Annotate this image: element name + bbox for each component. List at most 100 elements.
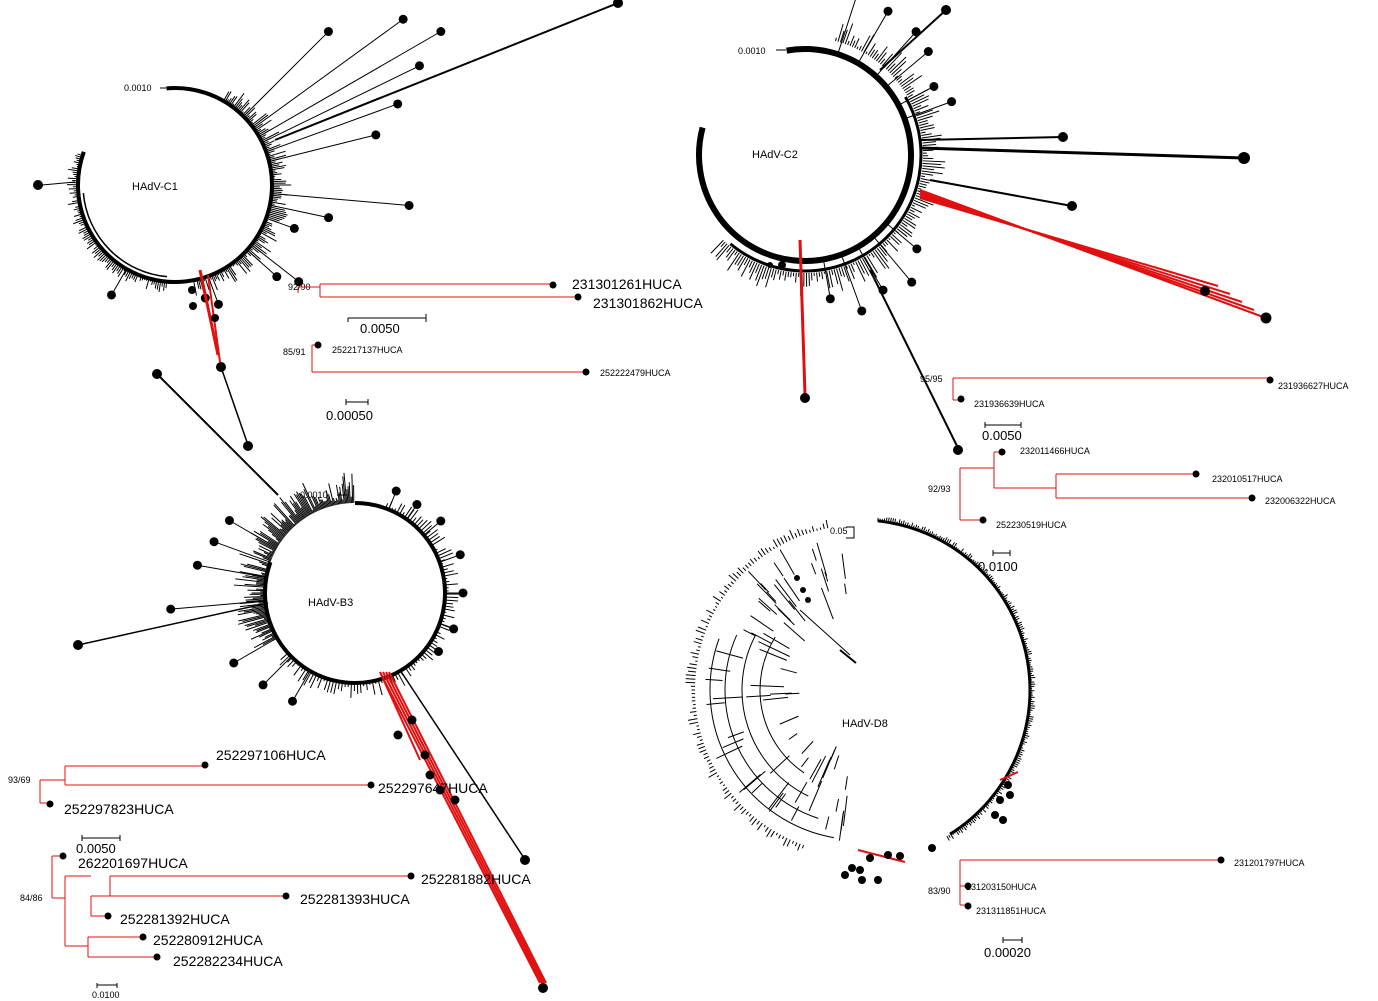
tree-branch xyxy=(393,508,397,513)
tree-branch xyxy=(264,632,275,638)
tree-branch xyxy=(908,211,920,219)
tree-branch xyxy=(801,529,805,536)
tree-branch xyxy=(285,521,293,529)
tree-branch xyxy=(826,270,831,289)
tree-branch xyxy=(95,243,99,246)
tree-branch xyxy=(259,134,267,139)
leaf-dot xyxy=(224,516,234,525)
tree-branch xyxy=(775,793,787,808)
tree-branch xyxy=(253,18,404,129)
subtree-scale-bar xyxy=(984,422,1022,428)
tree-branch xyxy=(837,0,856,55)
tree-branch xyxy=(879,58,886,65)
tree-branch xyxy=(235,578,266,583)
leaf-dot xyxy=(991,811,999,819)
leaf-dot xyxy=(866,854,874,862)
tree-branch xyxy=(768,792,784,812)
tree-branch xyxy=(293,493,309,517)
tree-branch xyxy=(839,649,857,664)
tree-branch xyxy=(196,279,200,289)
tree-branch xyxy=(768,782,790,810)
tree-branch xyxy=(722,738,744,749)
tree-branch xyxy=(714,605,718,608)
tree-branch xyxy=(787,271,790,278)
tree-branch xyxy=(840,267,846,278)
tree-branch xyxy=(243,565,268,573)
tree-branch xyxy=(716,745,743,759)
tree-branch xyxy=(715,602,720,605)
tree-branch xyxy=(436,631,441,635)
tree-branch xyxy=(955,830,960,836)
tree-branch xyxy=(910,94,925,103)
tree-branch xyxy=(920,131,926,134)
tree-branch xyxy=(951,832,954,835)
tree-branch xyxy=(922,143,937,147)
tree-branch xyxy=(1027,657,1031,660)
tree-branch xyxy=(317,676,323,689)
tree-branch xyxy=(271,533,282,542)
tree-branch xyxy=(861,35,871,52)
tree-branch xyxy=(919,146,1245,160)
tree-branch xyxy=(899,224,913,234)
tree-branch xyxy=(922,526,926,533)
tree-branch xyxy=(67,177,79,180)
tree-branch xyxy=(1015,758,1021,762)
tree-branch xyxy=(225,99,229,104)
tree-branch xyxy=(712,595,722,602)
tree-branch xyxy=(280,524,290,533)
tree-branch xyxy=(337,499,340,505)
tree-branch xyxy=(72,171,79,174)
tree-branch xyxy=(444,596,459,599)
tree-branch xyxy=(755,263,760,274)
tree-branch xyxy=(442,570,454,574)
tree-branch xyxy=(910,522,914,529)
tree-branch xyxy=(770,268,775,278)
tree-branch xyxy=(748,571,767,591)
tree-branch xyxy=(255,238,259,242)
leaf-dot xyxy=(449,624,459,634)
tree-branch xyxy=(390,507,393,511)
tree-branch xyxy=(995,791,999,795)
tree-branch xyxy=(298,492,312,515)
tree-branch xyxy=(1015,756,1022,760)
tree-branch xyxy=(270,164,280,167)
tree-branch xyxy=(799,609,851,656)
leaf-dot xyxy=(393,99,403,109)
tree-branch xyxy=(689,663,697,666)
tip-label: 232011466HUCA xyxy=(1020,446,1090,456)
tree-branch xyxy=(902,520,905,526)
tree-branch xyxy=(891,60,907,76)
tree-branch xyxy=(76,159,82,162)
tree-branch xyxy=(296,491,311,516)
leaf-dot xyxy=(407,715,417,725)
tree-branch xyxy=(256,582,266,585)
tip-dot xyxy=(201,761,209,769)
clade-arc xyxy=(709,638,835,839)
tree-branch xyxy=(728,574,737,582)
leaf-dot xyxy=(825,294,835,304)
tree-branch xyxy=(265,217,295,229)
tree-branch xyxy=(993,582,998,586)
tree-branch xyxy=(258,233,262,235)
tree-branch xyxy=(233,637,278,664)
tree-branch xyxy=(271,173,282,176)
tree-branch xyxy=(996,790,1003,795)
leaf-dot xyxy=(1067,201,1077,211)
tree-branch xyxy=(885,222,918,250)
tree-branch xyxy=(765,267,772,288)
tree-branch xyxy=(271,194,282,197)
tree-branch xyxy=(254,240,271,253)
tree-branch xyxy=(337,681,341,690)
tree-branch xyxy=(1004,779,1007,782)
tree-branch xyxy=(82,233,92,240)
tree-branch xyxy=(1023,736,1028,739)
tree-branch xyxy=(245,621,270,631)
tree-branch xyxy=(314,506,318,512)
tree-branch xyxy=(138,275,141,278)
tree-branch xyxy=(737,567,744,574)
tree-branch xyxy=(264,220,273,225)
tree-branch xyxy=(246,599,266,603)
leaf-dot xyxy=(1058,132,1068,142)
tree-branch xyxy=(253,623,271,632)
tree-branch xyxy=(280,652,289,661)
